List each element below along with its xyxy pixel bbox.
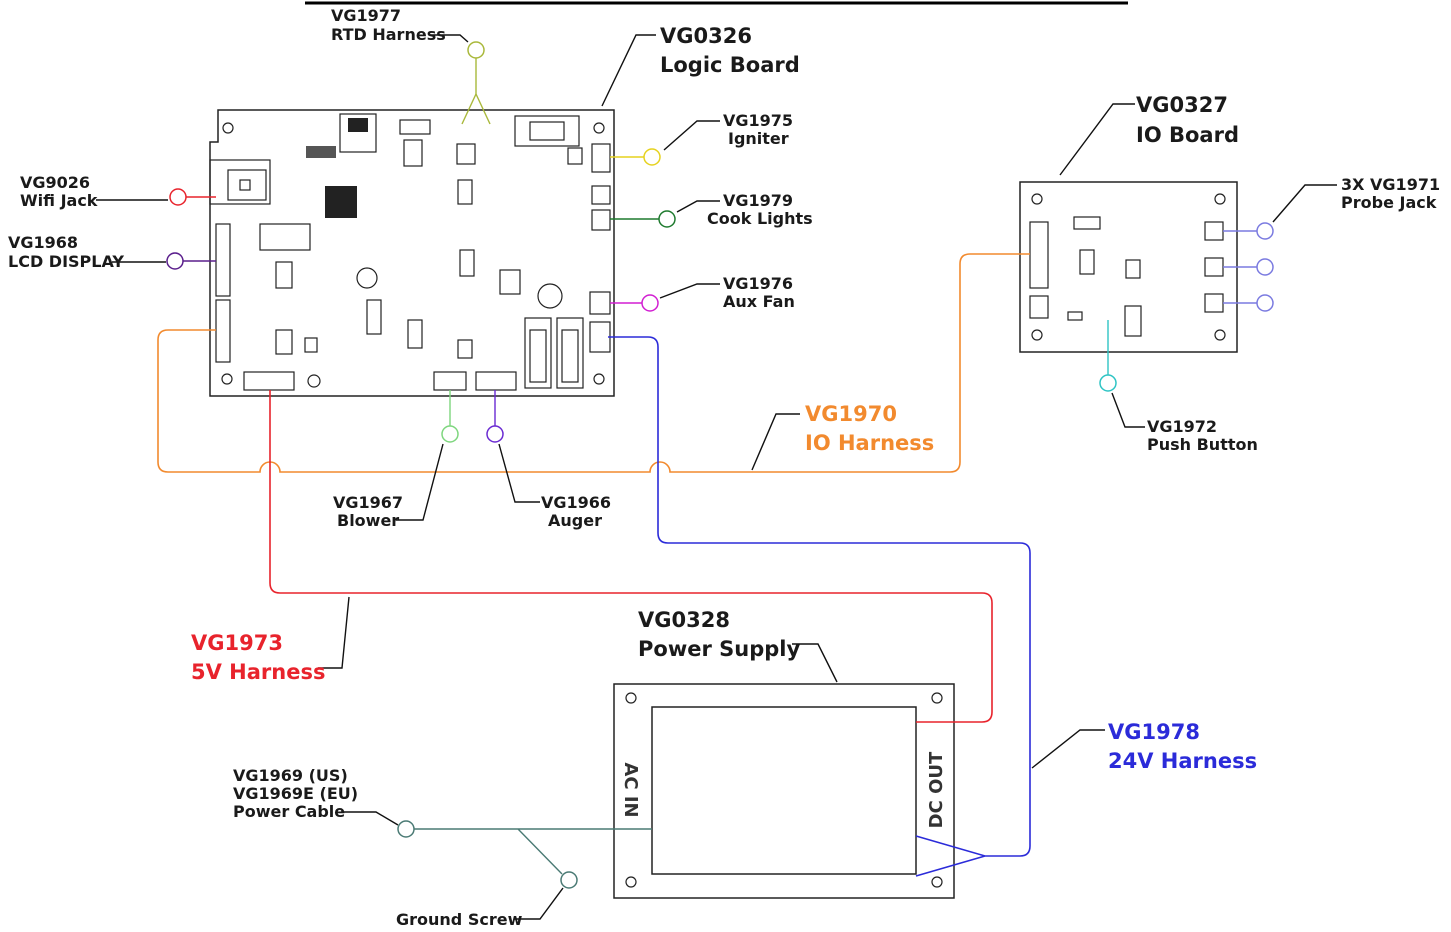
io-board-name-label: IO Board [1136,123,1239,147]
push-button-name-label: Push Button [1147,435,1258,454]
cook-lights-code-label: VG1979 [723,191,793,210]
wifi-connector-icon [169,188,187,206]
ground-screw-connector-icon [560,871,578,889]
lcd-code-label: VG1968 [8,233,78,252]
probe-jack-3-icon [1256,294,1274,312]
5v-harness-code-label: VG1973 [191,631,283,655]
power-cable-wire [414,828,652,875]
cook-lights-name-label: Cook Lights [707,209,813,228]
auger-connector-icon [486,425,504,443]
probe-jack-2-icon [1256,258,1274,276]
logic-board [209,109,615,397]
igniter-code-label: VG1975 [723,111,793,130]
aux-fan-connector-icon [641,294,659,312]
lcd-connector-icon [166,252,184,270]
dc-out-label: DC OUT [926,751,947,828]
probe-jack-1-icon [1256,222,1274,240]
io-board [1019,181,1238,353]
igniter-connector-icon [643,148,661,166]
wifi-name-label: Wifi Jack [20,191,98,210]
rtd-name-label: RTD Harness [331,25,446,44]
auger-code-label: VG1966 [541,493,611,512]
igniter-name-label: Igniter [728,129,789,148]
power-supply-name-label: Power Supply [638,637,800,661]
24v-harness-name-label: 24V Harness [1108,749,1257,773]
rtd-connector-icon [467,41,485,59]
rtd-code-label: VG1977 [331,6,401,25]
power-supply [613,683,955,899]
blower-name-label: Blower [337,511,399,530]
io-board-code-label: VG0327 [1136,93,1228,117]
io-harness-wire [157,253,1030,473]
wifi-code-label: VG9026 [20,173,90,192]
cook-lights-connector-icon [658,210,676,228]
24v-harness-code-label: VG1978 [1108,720,1200,744]
push-button-code-label: VG1972 [1147,417,1217,436]
probe-name-label: Probe Jack [1341,193,1437,212]
blower-connector-icon [441,425,459,443]
leader-lines [96,34,1337,920]
lcd-name-label: LCD DISPLAY [8,252,124,271]
ground-screw-label: Ground Screw [396,910,523,929]
power-cable-eu-label: VG1969E (EU) [233,784,358,803]
24v-harness-wire [608,336,1031,877]
logic-board-name-label: Logic Board [660,53,800,77]
power-supply-code-label: VG0328 [638,608,730,632]
power-cable-connector-icon [397,820,415,838]
probe-code-label: 3X VG1971 [1341,175,1440,194]
auger-name-label: Auger [548,511,602,530]
blower-code-label: VG1967 [333,493,403,512]
aux-fan-name-label: Aux Fan [723,292,795,311]
logic-board-code-label: VG0326 [660,24,752,48]
5v-harness-name-label: 5V Harness [191,660,325,684]
io-harness-code-label: VG1970 [805,402,897,426]
ac-in-label: AC IN [620,762,641,817]
io-harness-name-label: IO Harness [805,431,934,455]
power-cable-name-label: Power Cable [233,802,345,821]
5v-harness-wire [269,390,993,723]
aux-fan-code-label: VG1976 [723,274,793,293]
power-cable-us-label: VG1969 (US) [233,766,348,785]
push-button-connector-icon [1099,374,1117,392]
